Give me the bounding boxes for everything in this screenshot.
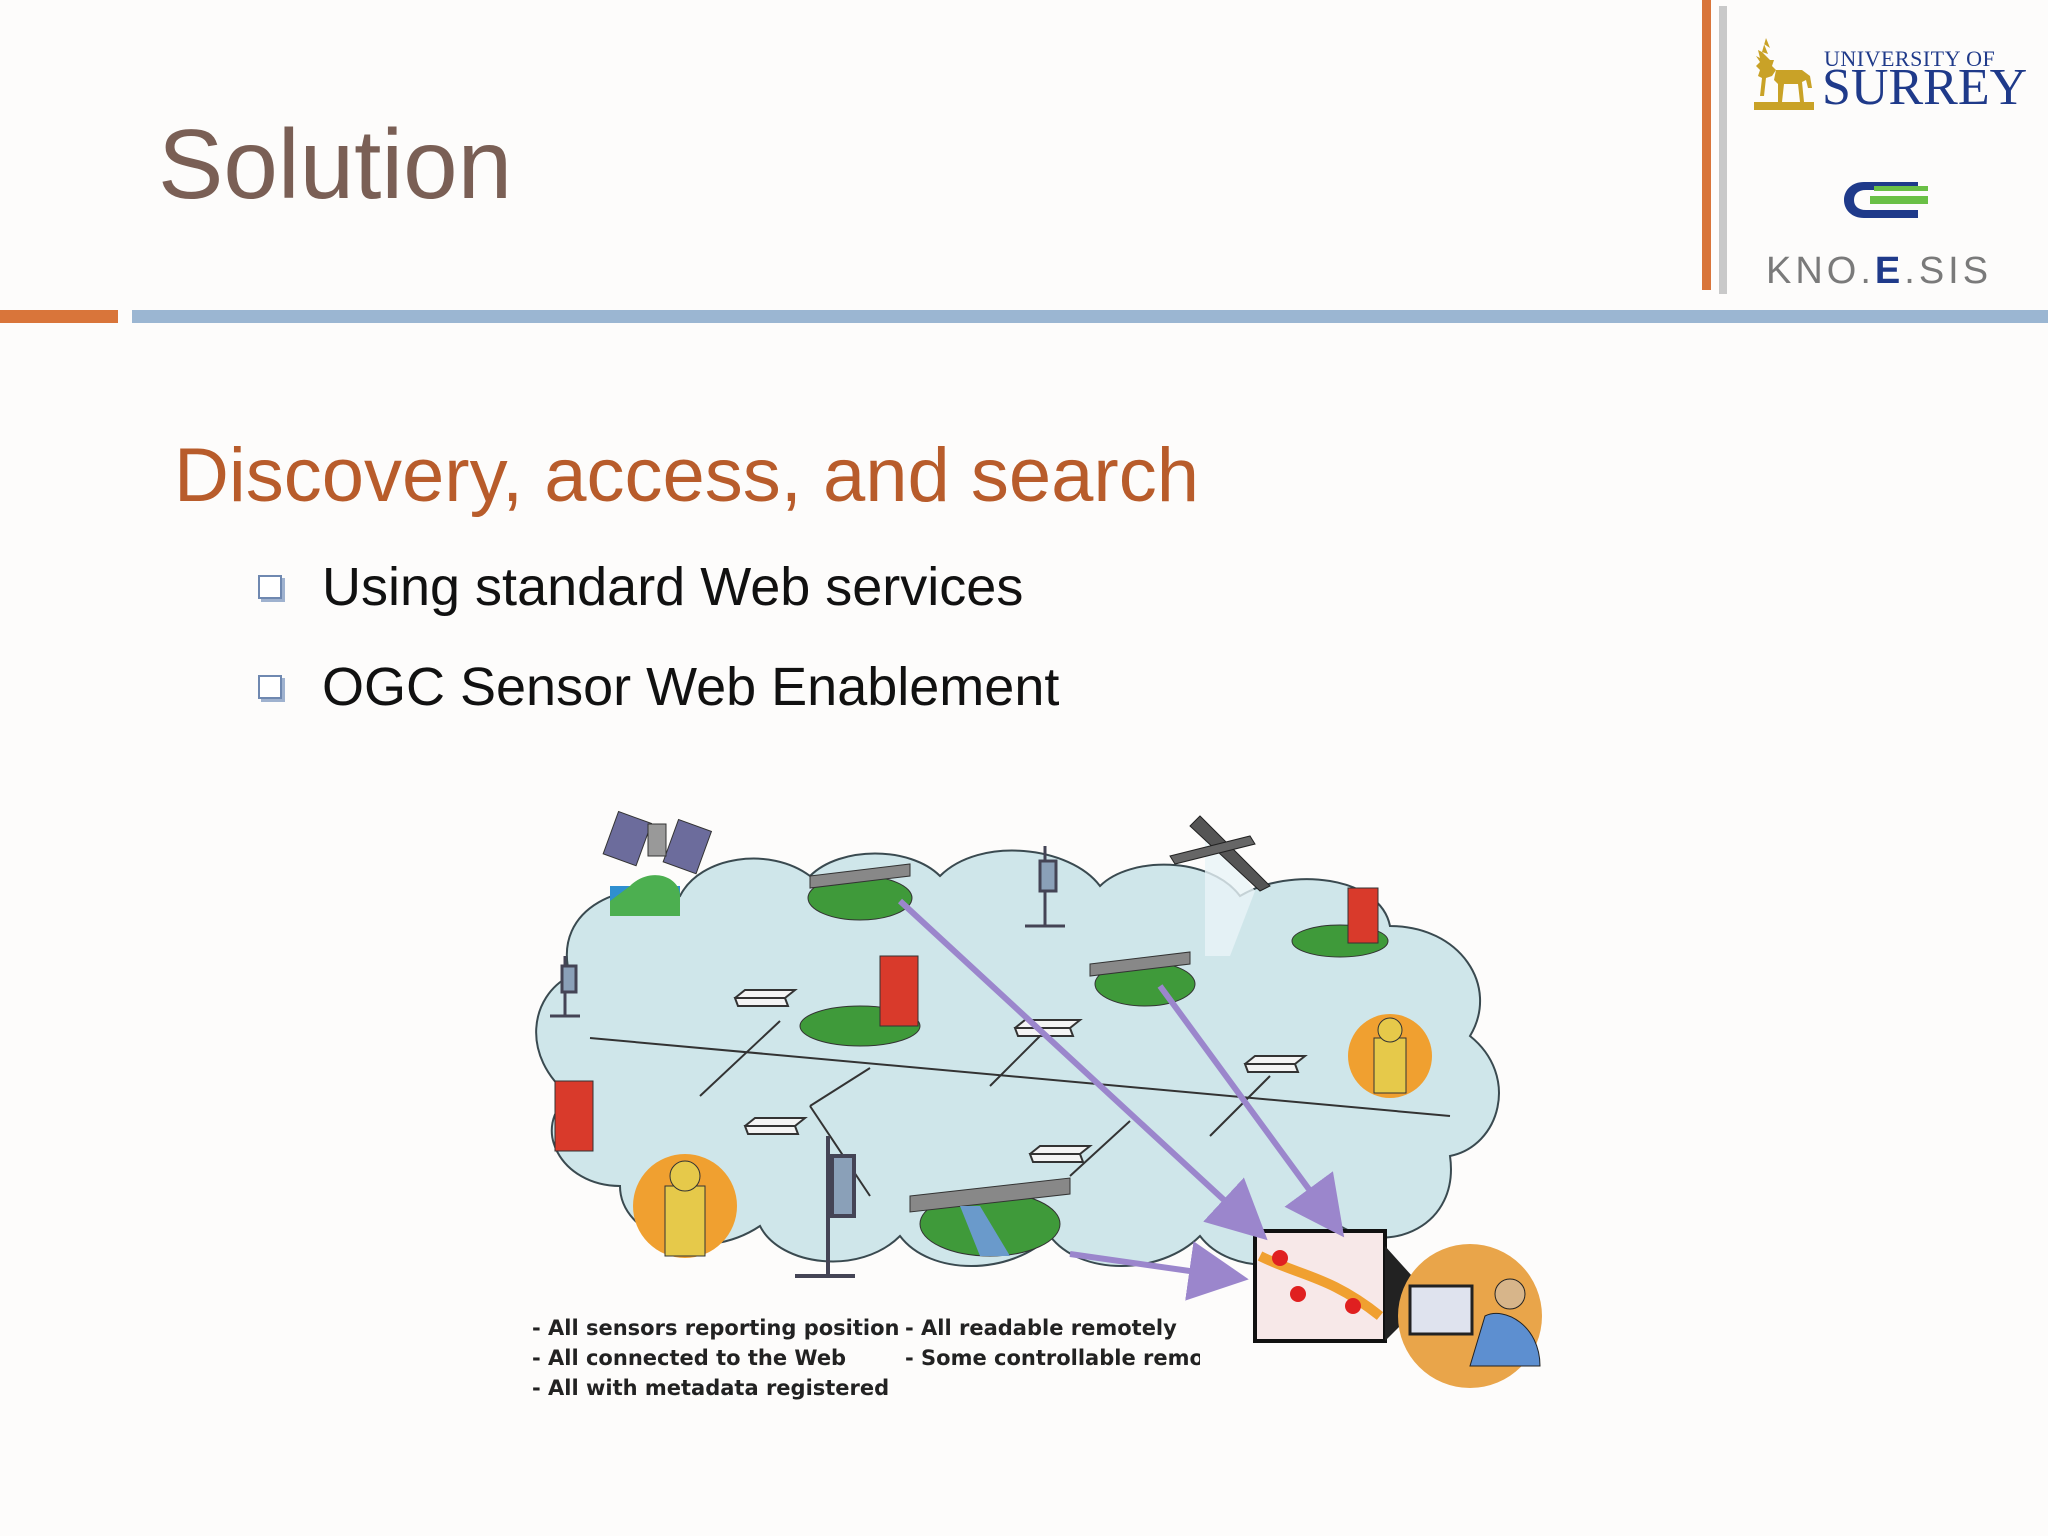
caption-right-2: - Some controllable remotely [905, 1346, 1200, 1370]
bullet-item: OGC Sensor Web Enablement [258, 656, 1059, 718]
map-display-icon [1253, 1229, 1387, 1343]
bullet-item: Using standard Web services [258, 556, 1023, 618]
caption-left-1: - All sensors reporting position [532, 1316, 900, 1340]
bullet-text: OGC Sensor Web Enablement [322, 657, 1060, 717]
building-sensor-icon [799, 955, 921, 1047]
weather-station-icon [795, 1136, 856, 1278]
weather-station-icon [550, 956, 580, 1018]
square-bullet-icon [258, 675, 282, 699]
analyst-workstation-icon [1385, 1244, 1542, 1388]
bridge-sensor-icon [807, 863, 913, 921]
aircraft-sensor-icon [1169, 815, 1271, 956]
slide-title: Solution [158, 109, 513, 219]
caption-left-2: - All connected to the Web [532, 1346, 847, 1370]
logo-divider-orange [1702, 0, 1711, 290]
surrey-name: SURREY [1822, 59, 2028, 116]
satellite-icon [602, 810, 713, 916]
university-label: UNIVERSITY OF [1824, 46, 1996, 71]
firefighter-icon [1348, 1014, 1432, 1098]
stag-logo-icon [1754, 38, 1814, 110]
header-rule-blue [132, 310, 2048, 323]
logo-divider-gray [1719, 6, 1727, 294]
bullet-text: Using standard Web services [322, 557, 1024, 617]
building-sensor-icon [1291, 887, 1389, 958]
network-lines [589, 1020, 1451, 1197]
knoesis-e-logo-icon [1844, 182, 1928, 218]
data-flow-arrows [897, 898, 1345, 1301]
knoesis-wordmark: KNO.E.SIS [1766, 250, 1992, 293]
knoesis-part-3: .SIS [1904, 250, 1993, 292]
sensor-web-illustration: - All sensors reporting position - All c… [532, 810, 1542, 1400]
section-heading: Discovery, access, and search [174, 433, 1199, 518]
square-bullet-icon [258, 575, 282, 599]
knoesis-part-1: KNO. [1766, 250, 1875, 292]
building-sensor-icon [554, 1080, 594, 1152]
firefighter-icon [633, 1154, 737, 1258]
knoesis-part-2: E [1874, 250, 1905, 292]
weather-station-icon [1025, 846, 1065, 928]
bridge-sensor-icon [909, 1177, 1071, 1257]
network-hubs [733, 989, 1308, 1163]
caption-right-1: - All readable remotely [905, 1316, 1177, 1340]
caption-left-3: - All with metadata registered [532, 1376, 890, 1400]
header-rule-orange [0, 310, 118, 323]
